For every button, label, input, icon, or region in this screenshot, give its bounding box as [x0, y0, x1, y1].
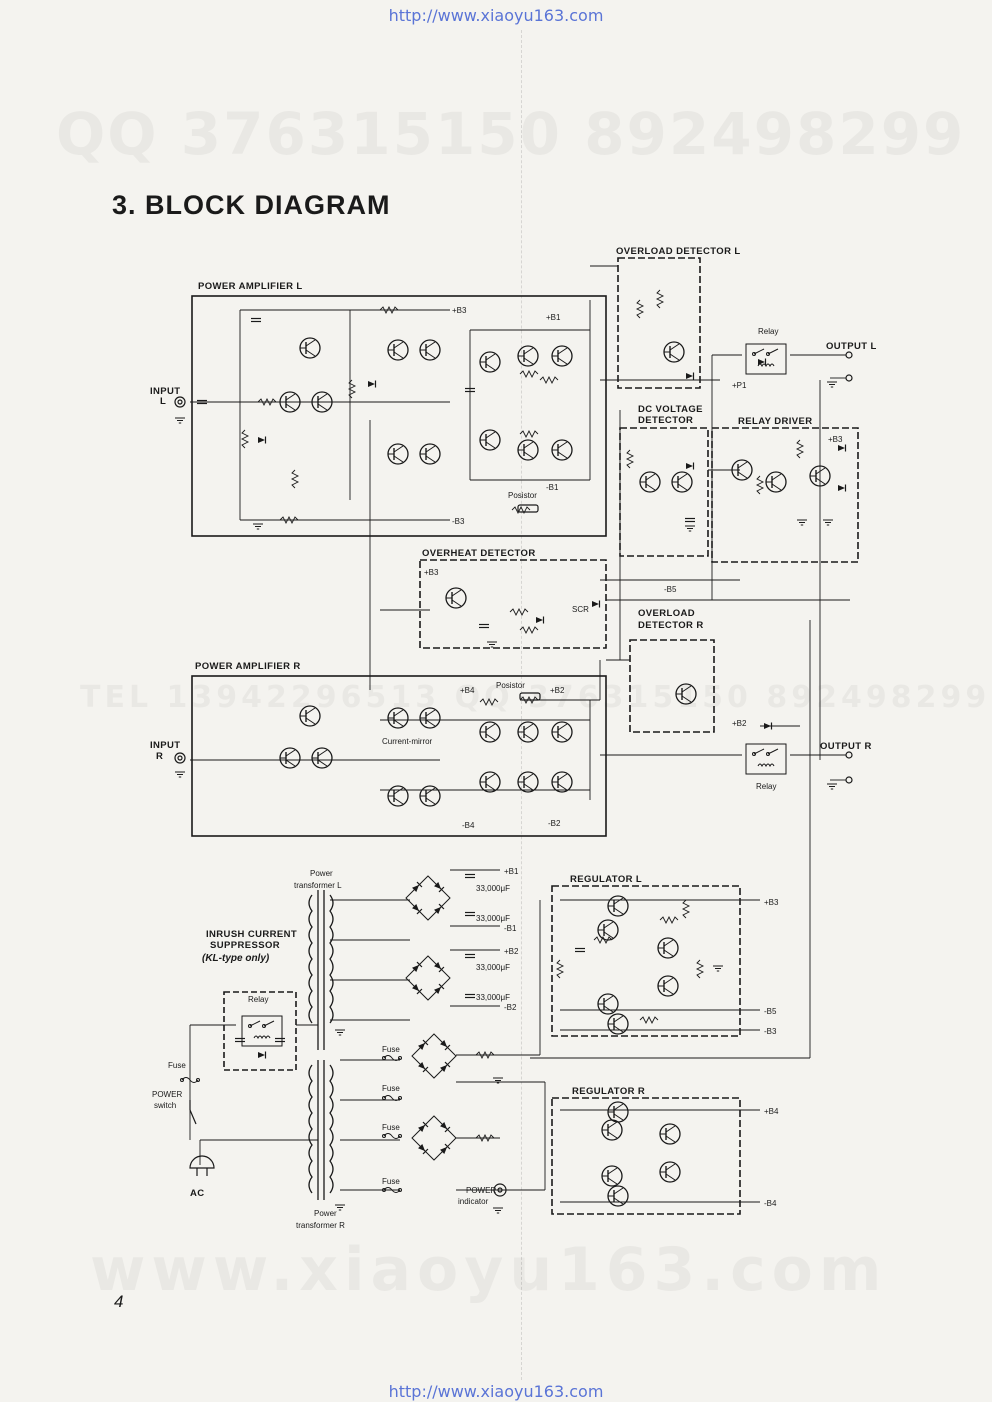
relay-driver-box: [711, 427, 859, 563]
footer-url[interactable]: http://www.xiaoyu163.com: [388, 1382, 604, 1401]
watermark-tel: TEL 13942296513 QQ 376315150 892498299: [80, 680, 990, 715]
rectifier-bridges: [406, 876, 456, 1160]
inrush-label-1: INRUSH CURRENT: [206, 929, 297, 940]
dc-voltage-detector-label-2: DETECTOR: [638, 415, 693, 426]
output-r-label: OUTPUT R: [820, 741, 872, 752]
block-outlines: [191, 257, 859, 1215]
dc-voltage-detector-box: [619, 427, 709, 557]
inrush-label-3: (KL-type only): [202, 953, 270, 964]
regulator-r-box: [551, 1097, 741, 1215]
capacitor-1-label: 33,000μF: [476, 884, 510, 893]
fuse-4-label: Fuse: [382, 1177, 400, 1186]
rail-b5-neg-regulator: -B5: [764, 1007, 777, 1016]
relay-inrush-label: Relay: [248, 995, 268, 1004]
power-transformer-r-label-1: Power: [314, 1209, 337, 1218]
dc-voltage-detector-label-1: DC VOLTAGE: [638, 404, 703, 415]
capacitor-2-label: 33,000μF: [476, 914, 510, 923]
overheat-detector-box: [419, 559, 607, 649]
fuse-3-label: Fuse: [382, 1123, 400, 1132]
posistor-2-label: Posistor: [496, 681, 525, 690]
power-indicator-label-1: POWER: [466, 1186, 496, 1195]
capacitor-3-label: 33,000μF: [476, 963, 510, 972]
rail-b4-pos-amp-r: +B4: [460, 686, 475, 695]
overload-detector-r-label-2: DETECTOR R: [638, 620, 704, 631]
rail-b3-pos-relay: +B3: [828, 435, 843, 444]
rail-b5-neg-detector: -B5: [664, 585, 677, 594]
inrush-suppressor-box: [223, 991, 297, 1071]
rail-b3-pos-regulator: +B3: [764, 898, 779, 907]
overload-detector-r-box: [629, 639, 715, 733]
power-transformer-l-label-2: transformer L: [294, 881, 342, 890]
power-transformers: [308, 890, 334, 1200]
transistor-symbols: [279, 337, 831, 1207]
power-switch-label-1: POWER: [152, 1090, 182, 1099]
rail-b1-pos-supply: +B1: [504, 867, 519, 876]
rail-b4-neg-regulator: -B4: [764, 1199, 777, 1208]
relay-top-label: Relay: [758, 327, 778, 336]
rail-b3-pos-overheat: +B3: [424, 568, 439, 577]
input-r-label-2: R: [156, 751, 163, 762]
power-amplifier-r-box: [191, 675, 607, 837]
relay-bottom-label: Relay: [756, 782, 776, 791]
capacitor-4-label: 33,000μF: [476, 993, 510, 1002]
rail-b2-pos-supply: +B2: [504, 947, 519, 956]
signal-wiring: [189, 265, 850, 1203]
rail-b2-pos-amp-r: +B2: [550, 686, 565, 695]
power-switch-label-2: switch: [154, 1101, 176, 1110]
rail-b3-pos-amp-l: +B3: [452, 306, 467, 315]
relay-driver-label: RELAY DRIVER: [738, 416, 813, 427]
watermark-web: www.xiaoyu163.com: [90, 1235, 887, 1305]
regulator-l-box: [551, 885, 741, 1037]
power-indicator-label-2: indicator: [458, 1197, 489, 1206]
power-amplifier-l-box: [191, 295, 607, 537]
output-l-label: OUTPUT L: [826, 341, 877, 352]
regulator-r-label: REGULATOR R: [572, 1086, 645, 1097]
power-amplifier-r-label: POWER AMPLIFIER R: [195, 661, 301, 672]
overheat-detector-label: OVERHEAT DETECTOR: [422, 548, 536, 559]
ac-plug-label: AC: [190, 1188, 205, 1199]
rail-b1-neg-amp-l: -B1: [546, 483, 559, 492]
input-r-label-1: INPUT: [150, 740, 181, 751]
rail-b3-neg-regulator: -B3: [764, 1027, 777, 1036]
fuse-1-label: Fuse: [382, 1045, 400, 1054]
input-l-label-2: L: [160, 396, 166, 407]
input-l-label-1: INPUT: [150, 386, 181, 397]
regulator-l-label: REGULATOR L: [570, 874, 642, 885]
power-transformer-l-label-1: Power: [310, 869, 333, 878]
rail-b1-neg-supply: -B1: [504, 924, 517, 933]
overload-detector-l-box: [617, 257, 701, 389]
page-number: 4: [114, 1292, 124, 1311]
terminals: [174, 351, 853, 1197]
fuse-main-label: Fuse: [168, 1061, 186, 1070]
rail-b4-neg-amp-r: -B4: [462, 821, 475, 830]
power-amplifier-l-label: POWER AMPLIFIER L: [198, 281, 303, 292]
rail-b2-neg-amp-r: -B2: [548, 819, 561, 828]
fuse-2-label: Fuse: [382, 1084, 400, 1093]
posistor-1-label: Posistor: [508, 491, 537, 500]
current-mirror-label: Current-mirror: [382, 737, 433, 746]
scr-label: SCR: [572, 605, 589, 614]
rail-b3-neg-amp-l: -B3: [452, 517, 465, 526]
page-fold-line: [521, 30, 522, 1380]
overload-detector-l-label: OVERLOAD DETECTOR L: [616, 246, 741, 257]
page-title: 3. BLOCK DIAGRAM: [112, 190, 391, 220]
header-url[interactable]: http://www.xiaoyu163.com: [388, 6, 604, 25]
watermark-qq: QQ 376315150 892498299: [56, 100, 965, 168]
inrush-label-2: SUPPRESSOR: [210, 940, 280, 951]
overload-detector-r-label-1: OVERLOAD: [638, 608, 695, 619]
rail-b2-pos-relay-r: +B2: [732, 719, 747, 728]
rail-b2-neg-supply: -B2: [504, 1003, 517, 1012]
rail-b4-pos-regulator: +B4: [764, 1107, 779, 1116]
power-transformer-r-label-2: transformer R: [296, 1221, 345, 1230]
rail-b1-pos-amp-l: +B1: [546, 313, 561, 322]
rail-p1: +P1: [732, 381, 747, 390]
